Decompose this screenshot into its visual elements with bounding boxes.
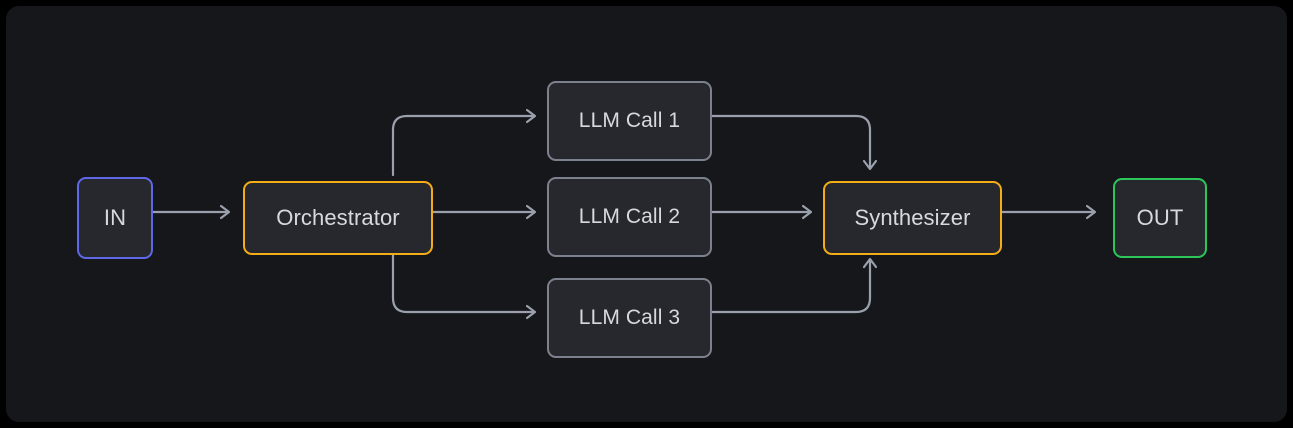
edge-in-to-orchestrator (145, 204, 231, 220)
edge-orchestrator-to-llm2 (425, 204, 537, 220)
node-llm-call-3[interactable]: LLM Call 3 (547, 278, 712, 358)
edge-llm1-to-synthesizer (704, 114, 878, 171)
node-orchestrator[interactable]: Orchestrator (243, 181, 433, 255)
edge-orchestrator-to-llm1 (391, 108, 537, 177)
node-out[interactable]: OUT (1113, 178, 1207, 258)
node-llm-call-1[interactable]: LLM Call 1 (547, 81, 712, 161)
node-in[interactable]: IN (77, 177, 153, 259)
edge-llm2-to-synthesizer (704, 204, 813, 220)
node-llm-call-2[interactable]: LLM Call 2 (547, 177, 712, 257)
edge-synthesizer-to-out (994, 204, 1097, 220)
node-synthesizer[interactable]: Synthesizer (823, 181, 1002, 255)
diagram-canvas: IN Orchestrator LLM Call 1 LLM Call 2 LL… (6, 6, 1287, 422)
edge-orchestrator-to-llm3 (391, 247, 537, 320)
edge-llm3-to-synthesizer (704, 257, 878, 314)
